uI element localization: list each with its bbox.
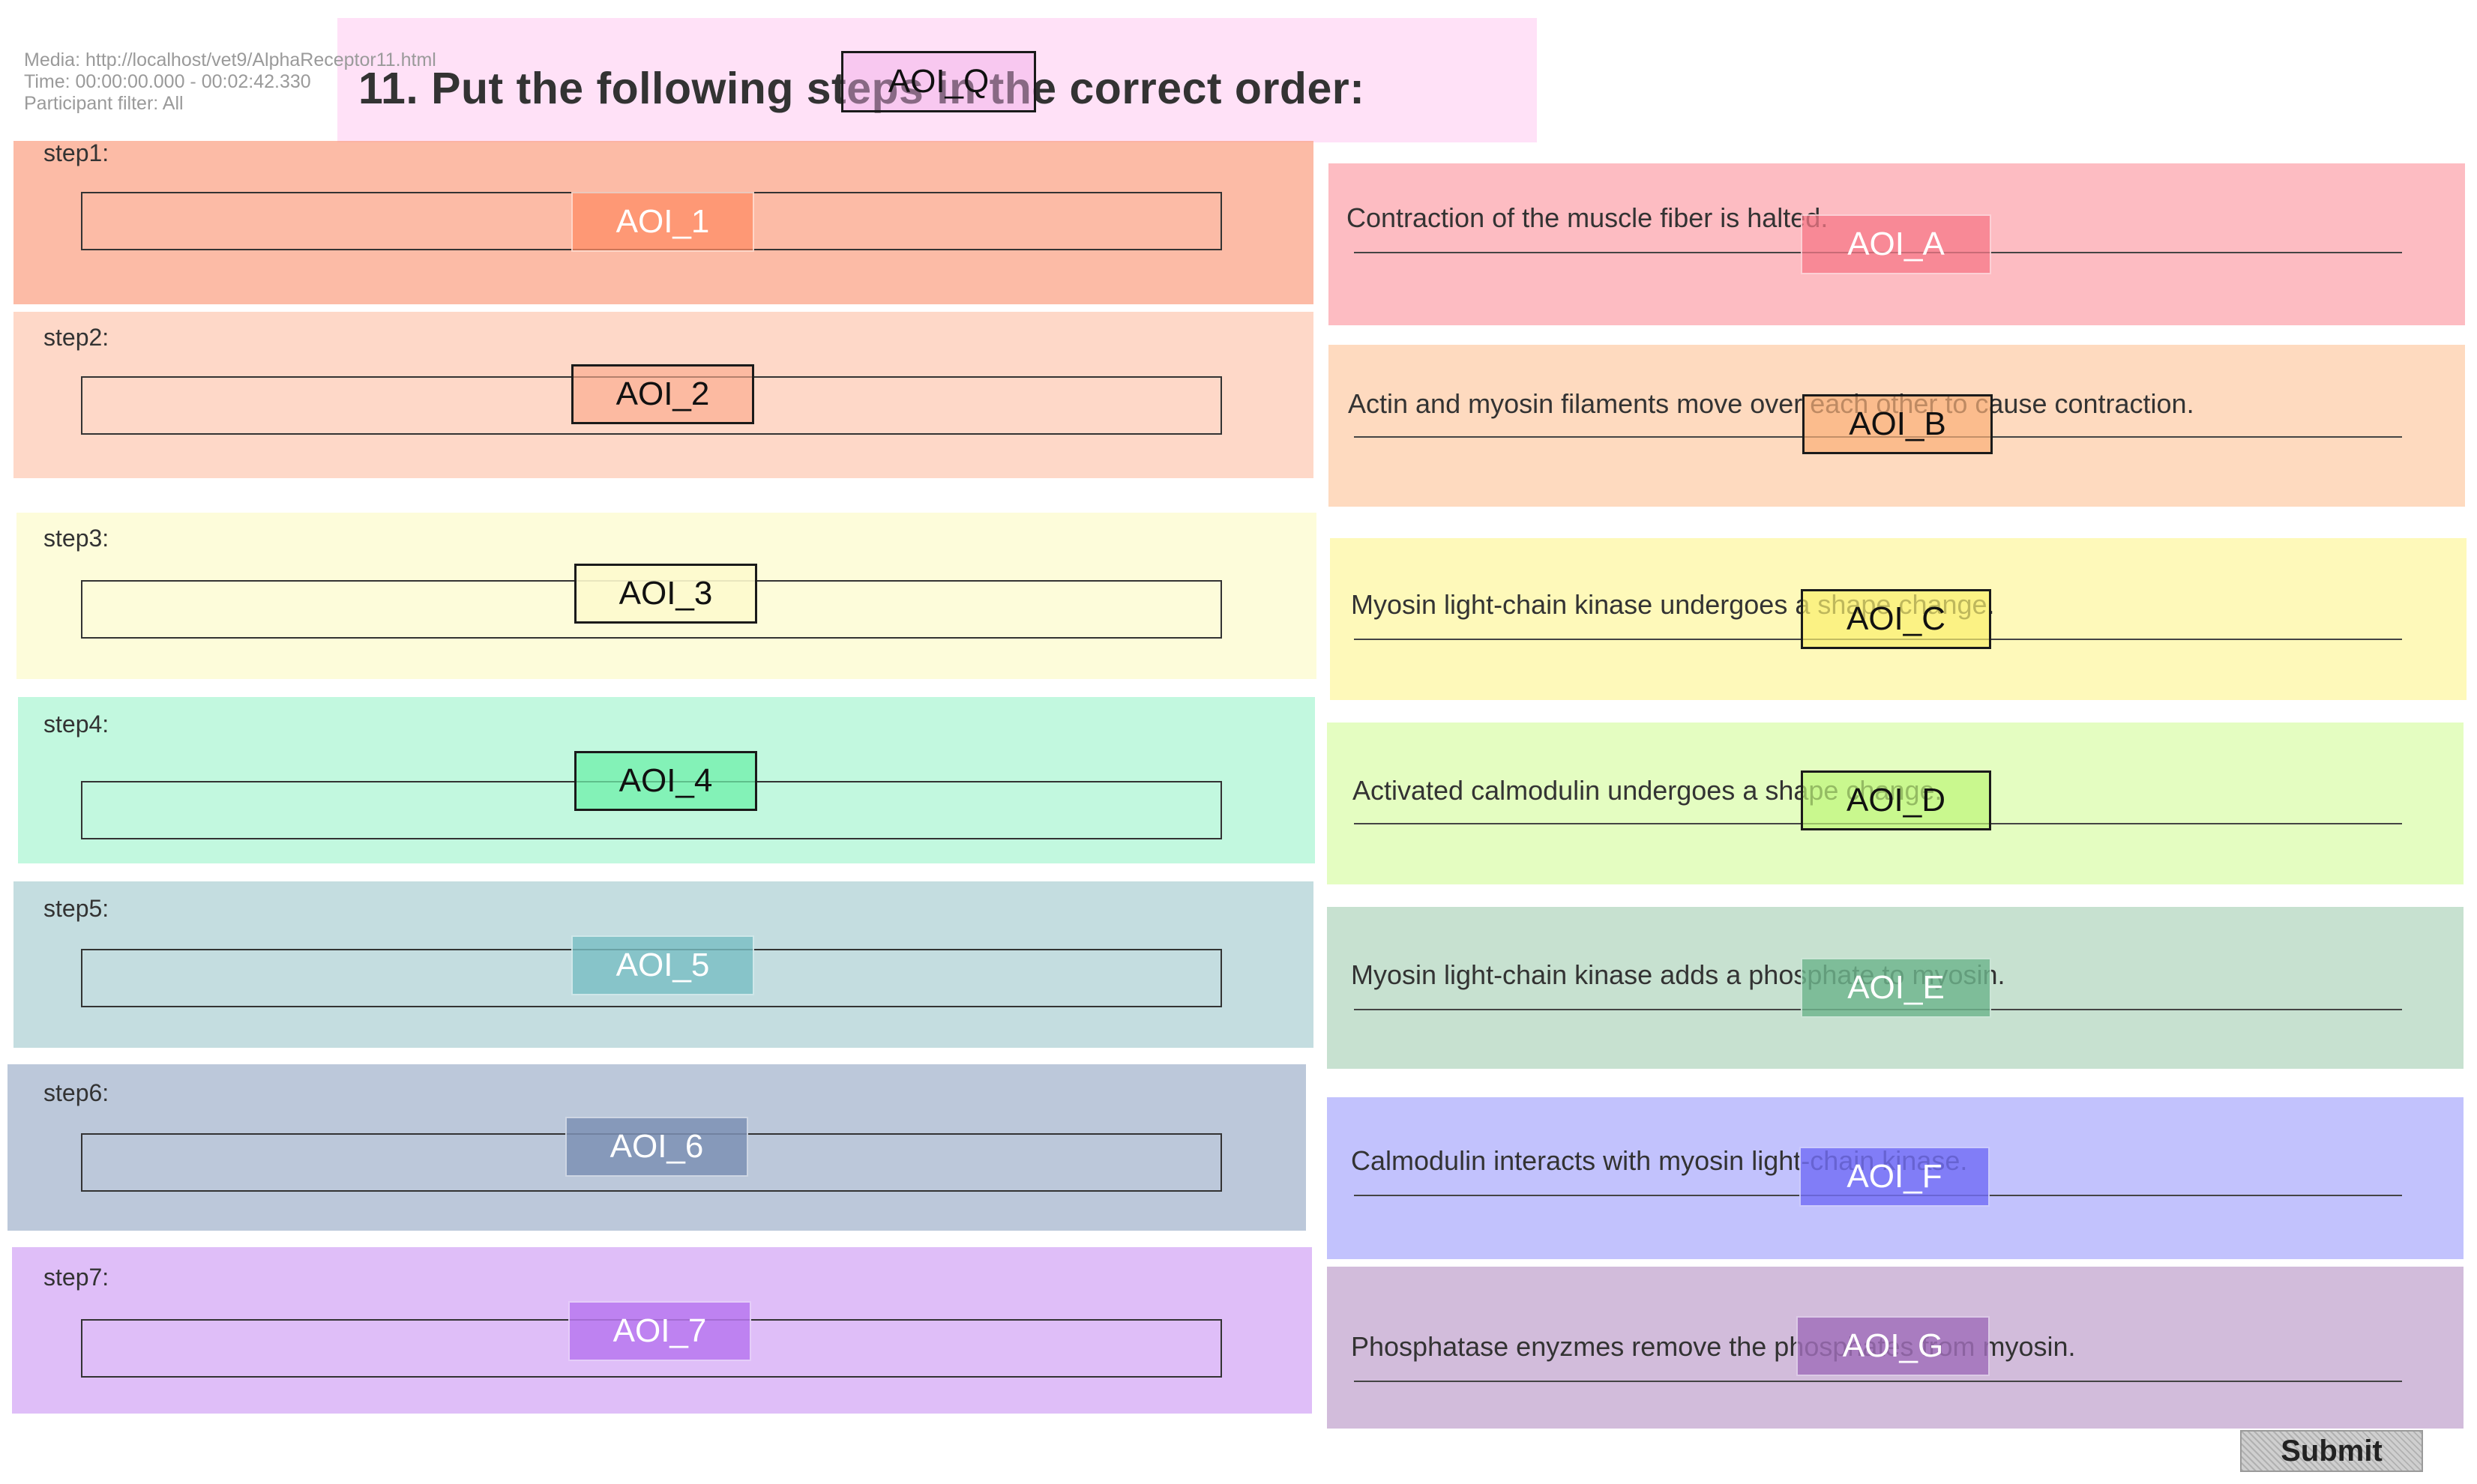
option-b-aoi-label: AOI_B [1802,394,1993,454]
option-d-aoi-label: AOI_D [1801,770,1991,830]
step-2-aoi-label: AOI_2 [571,364,754,424]
step-2-label: step2: [43,324,109,351]
option-f-aoi-label: AOI_F [1799,1147,1990,1207]
media-url: Media: http://localhost/vet9/AlphaRecept… [24,49,436,70]
option-c-aoi-label: AOI_C [1801,589,1991,649]
step-7-aoi-label: AOI_7 [568,1301,751,1361]
step-7-label: step7: [43,1264,109,1291]
submit-button[interactable]: Submit [2240,1430,2423,1472]
time-range: Time: 00:00:00.000 - 00:02:42.330 [24,71,311,92]
participant-filter: Participant filter: All [24,93,184,114]
question-title: 11. Put the following steps in the corre… [358,64,1365,113]
step-6-label: step6: [43,1079,109,1106]
question-aoi-region [337,18,1537,142]
option-g-underline [1354,1381,2402,1382]
option-e-aoi-label: AOI_E [1801,958,1991,1018]
step-1-label: step1: [43,139,109,166]
option-a-aoi-label: AOI_A [1801,214,1991,274]
step-3-label: step3: [43,525,109,552]
option-g-aoi-label: AOI_G [1796,1316,1990,1376]
recording-metadata: Media: http://localhost/vet9/AlphaRecept… [24,49,436,115]
option-b-text[interactable]: Actin and myosin filaments move over eac… [1348,388,2194,419]
step-4-aoi-label: AOI_4 [574,751,757,811]
step-3-aoi-label: AOI_3 [574,564,757,624]
step-5-label: step5: [43,895,109,922]
step-1-aoi-label: AOI_1 [571,192,754,252]
option-a-text[interactable]: Contraction of the muscle fiber is halte… [1346,202,1829,233]
step-4-label: step4: [43,711,109,738]
step-6-aoi-label: AOI_6 [565,1117,748,1177]
step-5-aoi-label: AOI_5 [571,935,754,995]
question-aoi-label: AOI_Q [841,51,1036,112]
